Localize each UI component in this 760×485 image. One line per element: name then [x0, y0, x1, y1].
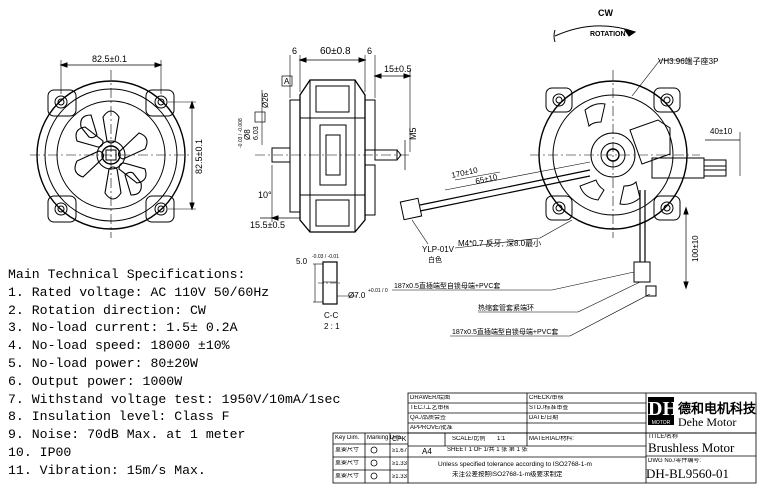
rear-wire1: 187x0.5直插端型自锁母端+PVC套	[394, 281, 500, 290]
rotation-sub: ROTATION	[590, 31, 626, 38]
spec-item: 8. Insulation level: Class F	[8, 409, 230, 425]
tb-row: 重要尺寸	[335, 473, 360, 479]
tb-mark-dim: Marking Dim.	[367, 435, 403, 441]
tb-tol-en: Unless specified tolerance according to …	[438, 461, 592, 468]
spec-item: 11. Vibration: 15m/s Max.	[8, 462, 206, 478]
spec-item: 6. Output power: 1000W	[8, 373, 183, 389]
tb-scale: SCALE/比例	[452, 436, 486, 442]
side-dim-m5: M5	[408, 127, 418, 140]
front-dim-height: 82.5±0.1	[194, 139, 204, 174]
side-dim-left: 6	[292, 46, 297, 56]
tb-material: MATERIAL/材料:	[529, 436, 574, 442]
tb-paper: A4	[422, 447, 432, 456]
main-specifications: Main Technical Specifications: 1. Rated …	[8, 266, 341, 480]
title-block-frame	[332, 392, 757, 484]
rear-wire2: 热缩套管套紧端环	[478, 303, 534, 312]
side-dim-shaft: 15±0.5	[384, 64, 411, 74]
logo-mark: DH	[648, 397, 678, 425]
section-cc	[313, 261, 357, 305]
section-dim-width-tol: -0.03 / -0.01	[312, 254, 339, 260]
side-dim-right: 6	[367, 46, 372, 56]
side-label-a: A	[284, 77, 290, 86]
rear-view	[392, 25, 741, 337]
front-dim-width: 82.5±0.1	[92, 54, 127, 64]
spec-item: 4. No-load speed: 18000 ±10%	[8, 338, 230, 354]
spec-item: 5. No-load power: 80±20W	[8, 355, 198, 371]
tb-scale-val: 1:1	[497, 436, 506, 442]
side-dim-dia: Ø8	[243, 129, 252, 140]
rear-screw: M4*0.7 反牙, 深8.0最小	[458, 238, 541, 248]
company-name-cn: 德和电机科技	[678, 401, 757, 416]
tb-title-label: TITLE/名称	[648, 434, 679, 440]
section-scale: 2 : 1	[324, 322, 340, 331]
tb-row: 重要尺寸	[335, 447, 360, 453]
tb-key-dim: Key Dim.	[335, 435, 360, 441]
rotation-label: CW	[598, 8, 613, 18]
tb-tol-cn: 未注公差按照ISO2768-1-m级要求制定	[452, 471, 563, 478]
tb-dwg-label: DWG No./零件编号:	[648, 458, 702, 464]
company-name-en: Dehe Motor	[678, 415, 737, 429]
side-dim-dia2: Ø26	[261, 92, 270, 108]
side-view	[254, 55, 412, 233]
tb-cpk2: ≥1.33	[392, 461, 407, 467]
rear-connector: VH3.96端子座3P	[658, 56, 718, 66]
rear-dim-40: 40±10	[710, 127, 733, 136]
tb-check: CHECK/审核	[529, 395, 564, 401]
rear-dim-100: 100±10	[691, 235, 700, 262]
side-dim-angle: 10°	[258, 190, 272, 200]
drawing-number: DH-BL9560-01	[646, 466, 730, 481]
tb-std: STD./标准审查	[529, 405, 569, 411]
tb-cpk: CPK	[392, 436, 407, 443]
section-dim-dia-tol: +0.01 / 0	[368, 288, 388, 294]
specs-heading: Main Technical Specifications:	[8, 267, 246, 282]
section-dim-width: 5.0	[296, 257, 308, 266]
tb-qa: QA./品质会签	[410, 415, 447, 421]
logo-sub: MOTOR	[651, 420, 671, 426]
spec-item: 9. Noise: 70dB Max. at 1 meter	[8, 427, 246, 443]
side-dim-small: 6.03	[253, 126, 260, 140]
spec-item: 2. Rotation direction: CW	[8, 302, 206, 318]
rear-terminal: YLP-01V	[422, 245, 455, 254]
side-dim-dia-tol: -0.03 / -0.008	[238, 118, 244, 148]
tb-row: 重要尺寸	[335, 460, 360, 466]
tb-approve: APPROVE/批准	[410, 425, 453, 431]
section-label: C-C	[324, 311, 338, 320]
tb-cpk1: ≥1.67	[392, 448, 407, 454]
drawing-title: Brushless Motor	[648, 440, 735, 455]
company-logo: DH MOTOR 德和电机科技 Dehe Motor	[646, 395, 756, 433]
tb-date: DATE/日期	[529, 415, 559, 421]
side-dim-bottom: 15.5±0.5	[250, 220, 285, 230]
tb-cpk3: ≥1.33	[392, 474, 407, 480]
rear-wire3: 187x0.5直插端型自锁母端+PVC套	[452, 327, 558, 336]
spec-item: 10. IP00	[8, 444, 72, 460]
tb-sheet: SHEET 1 OF 1/共 1 张 第 1 张	[447, 447, 528, 453]
front-view	[30, 60, 196, 238]
spec-item: 7. Withstand voltage test: 1950V/10mA/1s…	[8, 391, 341, 407]
tb-drawer: DRAWER/绘图	[410, 395, 451, 401]
section-dim-dia: Ø7.0	[348, 291, 366, 300]
tb-tec: TEC./工艺审核	[410, 405, 450, 411]
rear-terminal-color: 白色	[428, 255, 442, 264]
spec-item: 1. Rated voltage: AC 110V 50/60Hz	[8, 284, 270, 300]
side-dim-top: 60±0.8	[320, 46, 351, 57]
spec-item: 3. No-load current: 1.5± 0.2A	[8, 320, 238, 336]
